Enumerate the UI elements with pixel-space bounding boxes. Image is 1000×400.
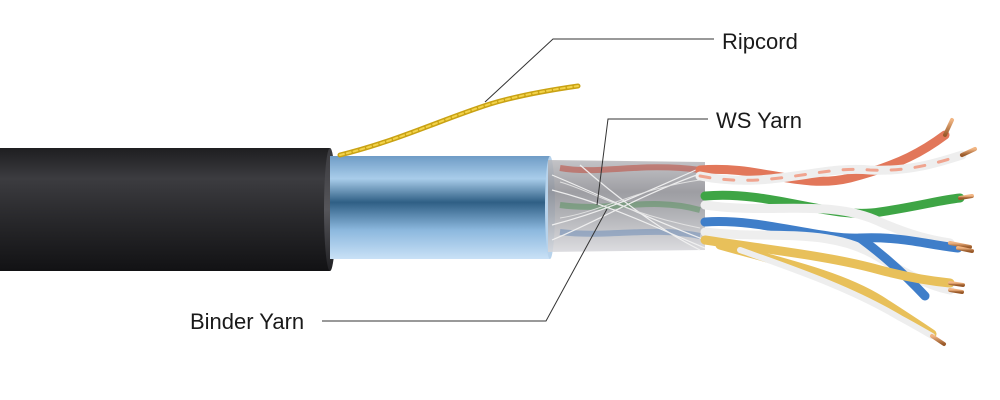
ripcord-label: Ripcord [722, 29, 798, 54]
foil-shield [330, 156, 555, 259]
ripcord [337, 83, 581, 158]
ws-yarn [551, 164, 706, 251]
ws-yarn-label: WS Yarn [716, 108, 802, 133]
ripcord-leader-line [484, 38, 714, 103]
copper-conductors [930, 118, 977, 346]
twisted-pairs [695, 130, 967, 339]
ws-yarn-leader-line [596, 118, 708, 206]
binder-yarn-leader-line [322, 208, 608, 322]
callout-lines [322, 38, 714, 322]
binder-yarn [559, 179, 701, 229]
binder-yarn-label: Binder Yarn [190, 309, 305, 334]
outer-jacket [0, 148, 336, 271]
